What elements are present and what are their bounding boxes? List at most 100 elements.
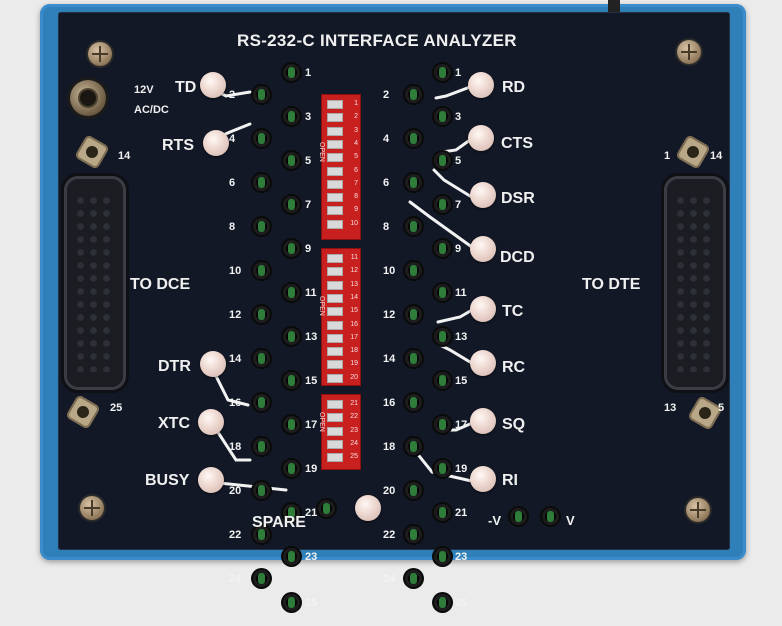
jack-right-pin-21[interactable] [434, 504, 451, 521]
jack-left-pin-19[interactable] [283, 460, 300, 477]
pin-number-right-4: 4 [383, 133, 390, 145]
dip-switch-24[interactable] [327, 439, 343, 449]
jack-left-pin-12[interactable] [253, 306, 270, 323]
pin-number-right-21: 21 [455, 507, 468, 519]
jack-left-pin-24[interactable] [253, 570, 270, 587]
jack-right-pin-16[interactable] [405, 394, 422, 411]
dip-switch-25[interactable] [327, 453, 343, 463]
dip-switch-9[interactable] [327, 206, 343, 216]
jack-left-pin-11[interactable] [283, 284, 300, 301]
jack-right-pin-9[interactable] [434, 240, 451, 257]
dip-switch-14[interactable] [327, 293, 343, 303]
dip-switch-22[interactable] [327, 413, 343, 423]
dip-switch-16[interactable] [327, 320, 343, 330]
jack-right-pin-19[interactable] [434, 460, 451, 477]
dip-switch-10[interactable] [327, 219, 343, 229]
jack-left-pin-20[interactable] [253, 482, 270, 499]
dip-switch-21[interactable] [327, 400, 343, 409]
dip-switch-13[interactable] [327, 280, 343, 290]
jack-right-pin-22[interactable] [405, 526, 422, 543]
jack-right-pin-13[interactable] [434, 328, 451, 345]
led-ri [470, 466, 496, 492]
jack-left-pin-22[interactable] [253, 526, 270, 543]
jack-left-pin-25[interactable] [283, 594, 300, 611]
jack-spare[interactable] [318, 500, 335, 517]
signal-label-sq: SQ [502, 416, 526, 433]
dip-switch-1[interactable] [327, 100, 343, 109]
jack-left-pin-1[interactable] [283, 64, 300, 81]
jack-right-pin-6[interactable] [405, 174, 422, 191]
jack-left-pin-21[interactable] [283, 504, 300, 521]
dip-switch-18[interactable] [327, 347, 343, 357]
jack-right-pin-24[interactable] [405, 570, 422, 587]
jack-right-pin-8[interactable] [405, 218, 422, 235]
dip-switch-15[interactable] [327, 307, 343, 317]
jack-left-pin-3[interactable] [283, 108, 300, 125]
jack-left-pin-8[interactable] [253, 218, 270, 235]
pin-number-right-13: 13 [455, 331, 468, 343]
jack-left-pin-9[interactable] [283, 240, 300, 257]
jack-neg-voltage[interactable] [510, 508, 527, 525]
dip-number-17: 17 [350, 333, 358, 341]
dip-switch-20[interactable] [327, 373, 343, 383]
dip-switch-4[interactable] [327, 139, 343, 149]
jack-left-pin-2[interactable] [253, 86, 270, 103]
dip-switch-23[interactable] [327, 426, 343, 436]
jack-left-pin-14[interactable] [253, 350, 270, 367]
jack-right-pin-2[interactable] [405, 86, 422, 103]
left-dsub-connector[interactable] [64, 176, 126, 390]
right-dsub-pin-label-13: 13 [664, 402, 677, 414]
dip-switch-8[interactable] [327, 193, 343, 203]
jack-left-pin-4[interactable] [253, 130, 270, 147]
dip-switch-19[interactable] [327, 360, 343, 370]
jack-right-pin-11[interactable] [434, 284, 451, 301]
pin-number-left-3: 3 [305, 111, 312, 123]
jack-right-pin-18[interactable] [405, 438, 422, 455]
power-jack[interactable] [70, 80, 106, 116]
jack-right-pin-5[interactable] [434, 152, 451, 169]
jack-right-pin-10[interactable] [405, 262, 422, 279]
jack-left-pin-13[interactable] [283, 328, 300, 345]
jack-left-pin-7[interactable] [283, 196, 300, 213]
jack-right-pin-25[interactable] [434, 594, 451, 611]
jack-right-pin-3[interactable] [434, 108, 451, 125]
jack-left-pin-15[interactable] [283, 372, 300, 389]
jack-left-pin-6[interactable] [253, 174, 270, 191]
dip-switch-12[interactable] [327, 267, 343, 277]
jack-pos-voltage[interactable] [542, 508, 559, 525]
pin-number-right-15: 15 [455, 375, 468, 387]
jack-right-pin-17[interactable] [434, 416, 451, 433]
pin-number-right-3: 3 [455, 111, 462, 123]
dip-switch-6[interactable] [327, 166, 343, 176]
jack-left-pin-23[interactable] [283, 548, 300, 565]
right-dsub-connector[interactable] [664, 176, 726, 390]
jack-right-pin-1[interactable] [434, 64, 451, 81]
dip-switch-7[interactable] [327, 179, 343, 189]
dip-switch-5[interactable] [327, 153, 343, 163]
jack-left-pin-18[interactable] [253, 438, 270, 455]
front-panel [58, 12, 730, 550]
jack-right-pin-12[interactable] [405, 306, 422, 323]
dip-switch-3[interactable] [327, 126, 343, 136]
jack-left-pin-16[interactable] [253, 394, 270, 411]
signal-label-dsr: DSR [501, 190, 535, 207]
dip-switch-11[interactable] [327, 254, 343, 263]
pin-number-left-21: 21 [305, 507, 318, 519]
pin-number-left-11: 11 [305, 287, 317, 299]
jack-right-pin-7[interactable] [434, 196, 451, 213]
jack-right-pin-20[interactable] [405, 482, 422, 499]
dip-switch-17[interactable] [327, 333, 343, 343]
jack-right-pin-15[interactable] [434, 372, 451, 389]
jack-left-pin-17[interactable] [283, 416, 300, 433]
to-dce-label: TO DCE [130, 276, 191, 293]
jack-right-pin-4[interactable] [405, 130, 422, 147]
jack-right-pin-14[interactable] [405, 350, 422, 367]
dip-switch-2[interactable] [327, 113, 343, 123]
dip-number-6: 6 [354, 166, 358, 174]
jack-left-pin-5[interactable] [283, 152, 300, 169]
jack-right-pin-23[interactable] [434, 548, 451, 565]
jack-left-pin-10[interactable] [253, 262, 270, 279]
